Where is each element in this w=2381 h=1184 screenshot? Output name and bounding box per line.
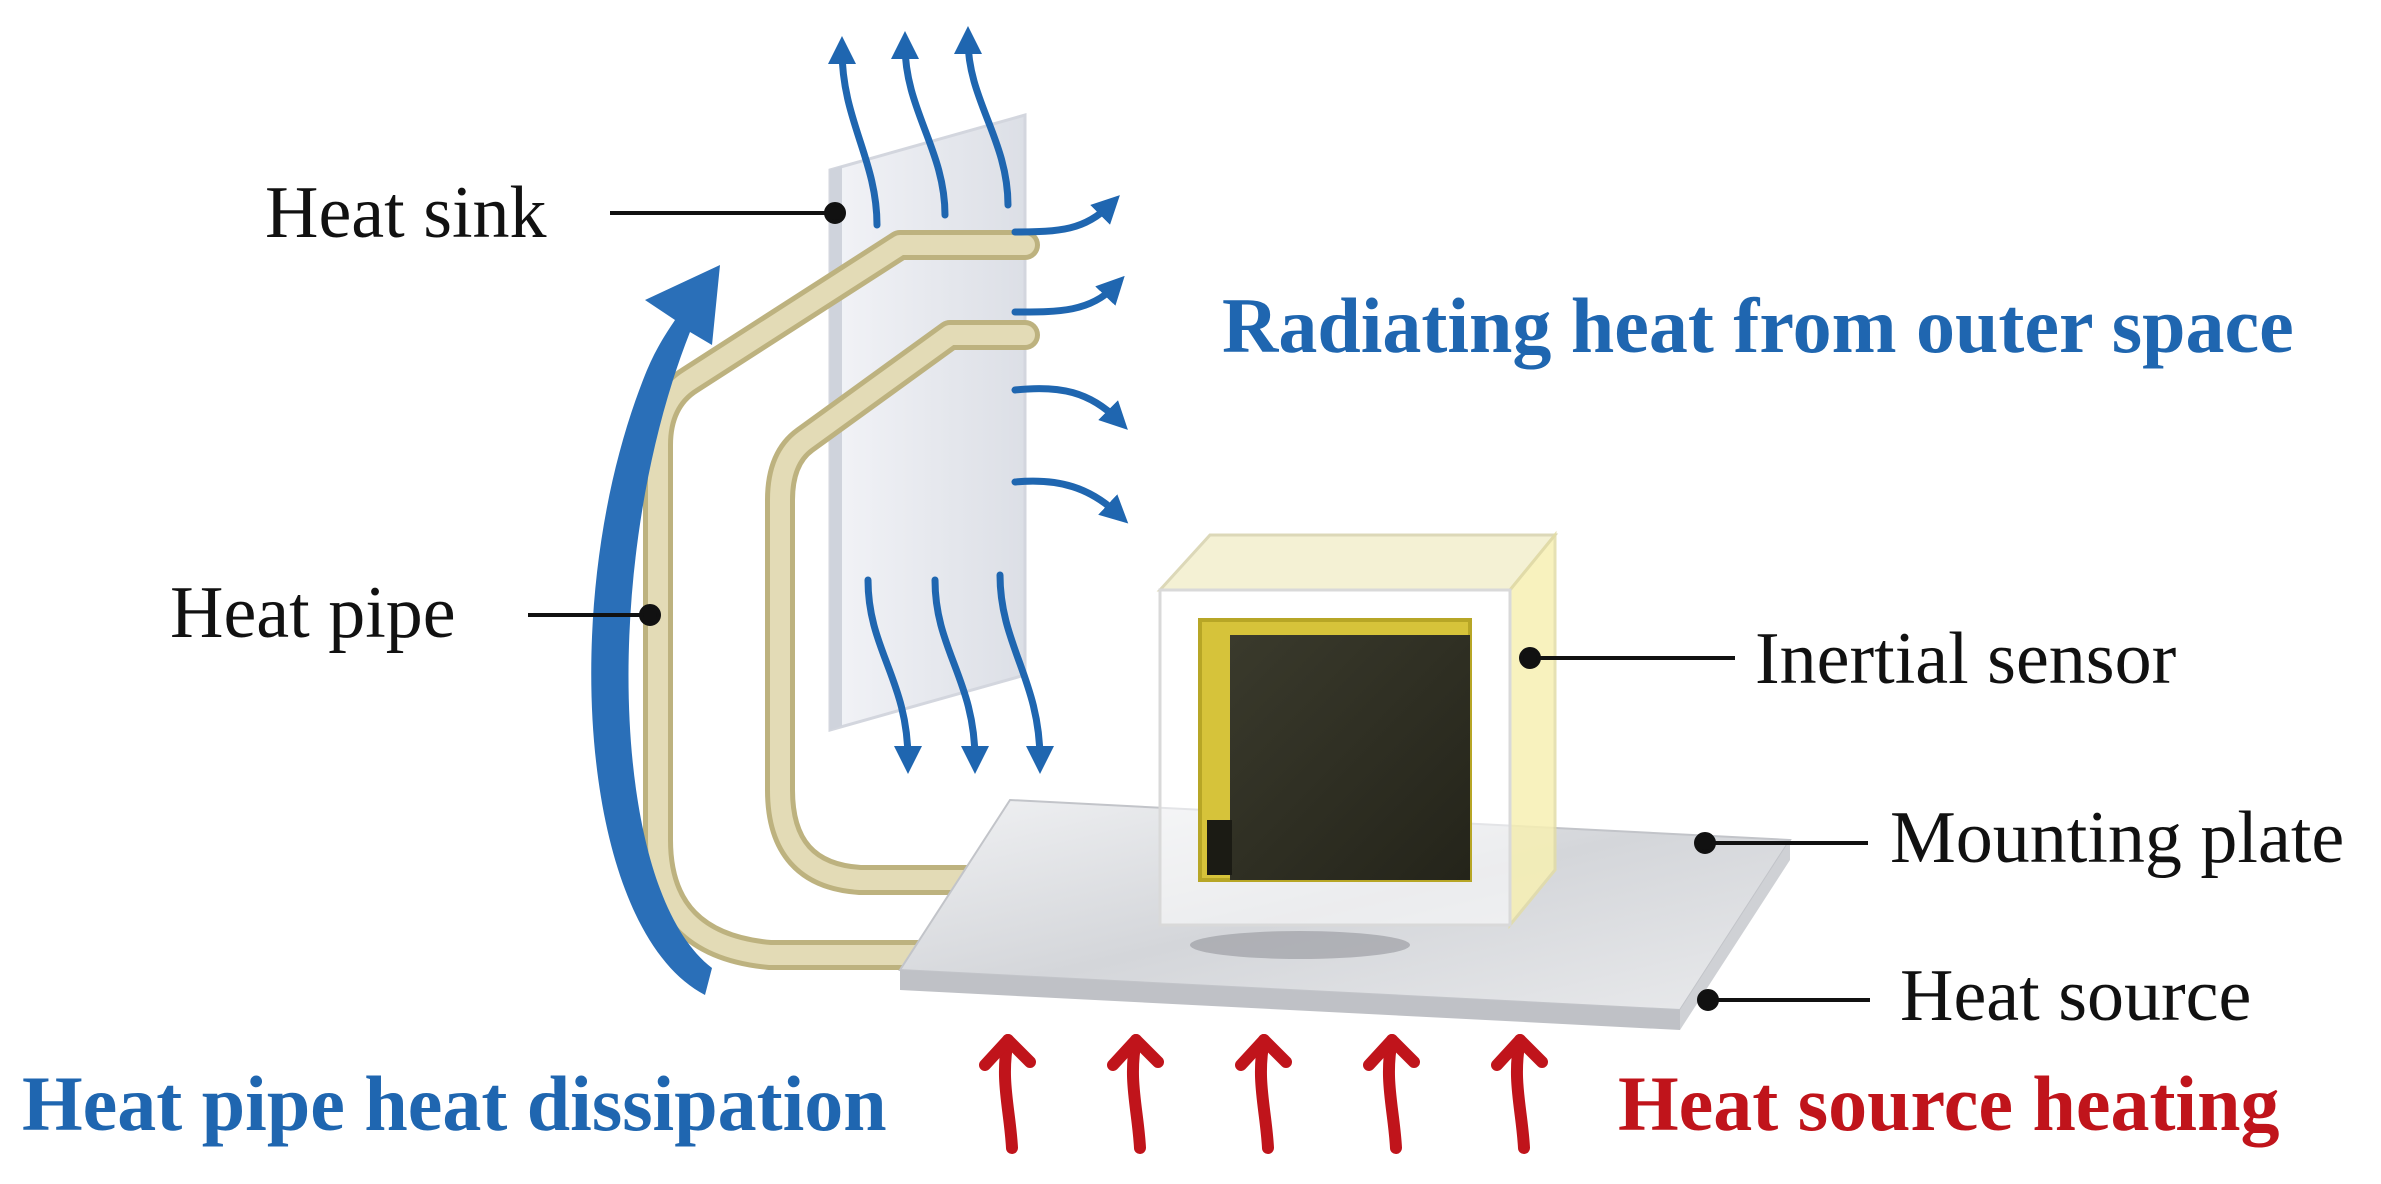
- inertial-sensor: [1156, 530, 1559, 930]
- label-heat-pipe: Heat pipe: [170, 572, 456, 654]
- red-arrow-icon: [1363, 1034, 1420, 1154]
- red-arrow-icon: [979, 1034, 1036, 1154]
- downward-heat-arrows: [864, 571, 1054, 774]
- rightward-heat-arrows: [1011, 195, 1129, 524]
- blue-arrow-icon: [931, 576, 989, 774]
- blue-arrow-icon: [954, 26, 1012, 209]
- headline-radiating: Radiating heat from outer space: [1222, 282, 2294, 369]
- blue-arrow-icon: [1011, 477, 1129, 524]
- upward-heat-arrows: [828, 26, 1012, 229]
- blue-arrow-icon: [864, 576, 922, 774]
- heat-pipe-assembly: [643, 230, 1075, 970]
- red-arrow-icon: [1235, 1034, 1292, 1154]
- blue-arrow-icon: [1011, 195, 1120, 236]
- leader-lines: [528, 202, 1870, 1011]
- label-heat-source: Heat source: [1900, 955, 2251, 1037]
- dissipation-arrow-icon: [591, 265, 720, 995]
- heat-source-arrows: [979, 1034, 1548, 1154]
- sensor-core: [1230, 635, 1470, 880]
- label-heat-sink: Heat sink: [265, 172, 547, 254]
- heat-sink: [828, 113, 1027, 732]
- red-arrow-icon: [1107, 1034, 1164, 1154]
- headline-heating: Heat source heating: [1618, 1060, 2279, 1147]
- blue-arrow-icon: [891, 31, 949, 219]
- blue-arrow-icon: [996, 571, 1054, 774]
- label-inertial-sensor: Inertial sensor: [1755, 618, 2176, 700]
- red-arrow-icon: [1491, 1034, 1548, 1154]
- blue-arrow-icon: [1011, 275, 1125, 316]
- label-mounting-plate: Mounting plate: [1890, 797, 2344, 879]
- blue-arrow-icon: [1011, 385, 1128, 430]
- blue-arrow-icon: [828, 36, 881, 229]
- headline-dissipation: Heat pipe heat dissipation: [22, 1060, 887, 1147]
